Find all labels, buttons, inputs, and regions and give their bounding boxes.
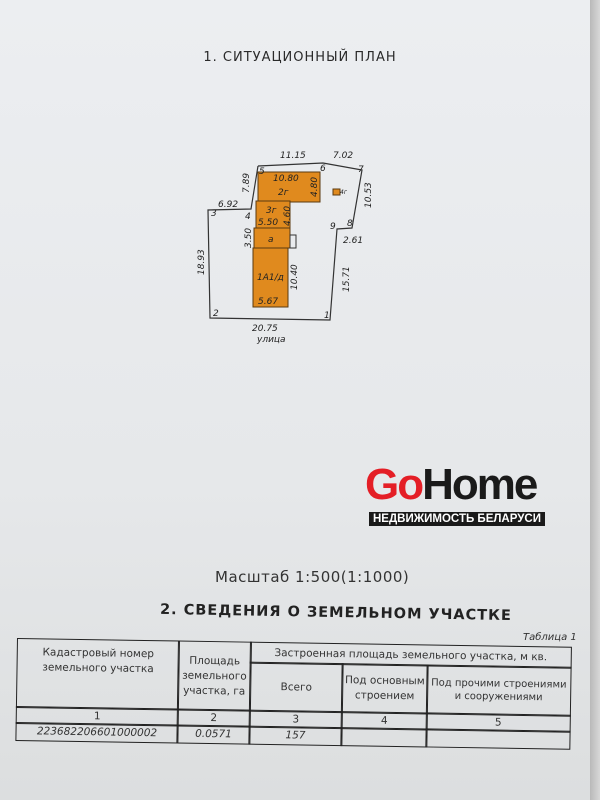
point-1: 1 [324,311,330,321]
watermark-subtitle: НЕДВИЖИМОСТЬ БЕЛАРУСИ [369,512,545,526]
watermark-go: Go [365,460,424,509]
point-9: 9 [330,222,336,232]
plot-area: 0.0571 [176,724,251,745]
dim-label: 7.89 [242,173,252,193]
building-1a1d [252,247,289,308]
building-label: 2г [278,188,289,198]
dim-label: 10.80 [273,174,299,184]
header-cadastral: Кадастровый номер земельного участка [15,638,180,711]
section1-title: 1. СИТУАЦИОННЫЙ ПЛАН [203,50,397,65]
built-other-cell [425,728,571,750]
page-edge [590,0,600,800]
table-caption: Таблица 1 [523,632,577,643]
gohome-watermark: GoHome НЕДВИЖИМОСТЬ БЕЛАРУСИ [365,460,585,535]
dim-label: 2.61 [343,236,363,246]
dim-label: 4.60 [283,206,293,226]
point-6: 6 [320,164,326,174]
point-3: 3 [211,209,217,219]
scale-label: Масштаб 1:500(1:1000) [215,568,410,586]
building-3g [255,200,291,230]
dim-label: 6.92 [218,200,238,210]
dim-label: 15.71 [342,266,352,292]
dim-label: 7.02 [333,151,353,161]
watermark-home: Home [422,460,538,509]
dim-label: 4.80 [310,177,320,197]
dim-label: 11.15 [280,151,306,161]
building-label: 3г [266,206,277,216]
point-8: 8 [347,219,353,229]
header-other: Под прочими строениями и сооружениями [425,664,572,717]
building-label: а [268,235,274,245]
porch [289,234,297,249]
dim-label: 10.53 [364,182,374,208]
land-plot-table: Кадастровый номер земельного участка Пло… [15,638,572,750]
header-main: Под основным строением [340,663,429,715]
point-2: 2 [213,309,219,319]
dim-label: 5.50 [258,218,278,228]
building-4g [332,188,341,196]
built-main-cell [340,727,428,748]
dim-label: 5.67 [258,297,278,307]
building-label: 1А1/д [257,273,284,283]
dim-label: 3.50 [244,228,254,248]
point-5: 5 [259,167,265,177]
street-label: улица [256,335,286,345]
dim-label: 18.93 [197,249,207,275]
header-area: Площадь земельного участка, га [176,640,252,712]
buildings [252,171,341,308]
dim-label: 10.40 [290,264,300,290]
header-total: Всего [248,661,344,714]
building-label: 4г [340,189,348,196]
site-plan: 3 4 5 6 7 8 9 2 1 11.15 7.02 7.89 6.92 1… [197,151,374,345]
cadastral-number: 223682206601000002 [15,721,179,744]
point-7: 7 [358,165,364,175]
built-total: 157 [248,725,343,747]
dim-label: 20.75 [252,324,278,334]
plot-boundary [207,162,363,321]
point-4: 4 [245,212,251,222]
